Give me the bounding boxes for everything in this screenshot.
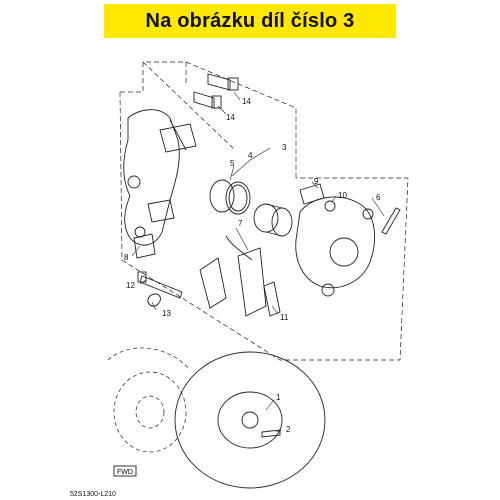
- callout-12: 12: [126, 281, 135, 290]
- callout-14-top: 14: [242, 97, 251, 106]
- disc-screw: [261, 429, 281, 438]
- caliper-body: [295, 196, 375, 297]
- piston: [253, 203, 293, 237]
- callout-14-bottom: 14: [226, 113, 235, 122]
- diagram-code: 52S1300-L210: [70, 491, 116, 498]
- dust-boot: [299, 183, 325, 205]
- brake-disc: [174, 351, 326, 489]
- callout-numbers: 1 2 3 4 5 6 7 8 9 10 11 12 13 14 14: [124, 97, 381, 434]
- callout-1: 1: [276, 393, 281, 402]
- callout-6: 6: [376, 193, 381, 202]
- bolt-14-top: [207, 73, 239, 91]
- caliper-bracket: [123, 109, 187, 246]
- fwd-marker: [113, 465, 137, 477]
- fwd-label: FWD: [117, 469, 133, 476]
- callout-5: 5: [230, 159, 235, 168]
- callout-11: 11: [280, 313, 289, 322]
- brake-pads: [199, 235, 267, 317]
- seal-rings: [209, 179, 251, 215]
- pad-support: [263, 281, 281, 317]
- callout-13: 13: [162, 309, 171, 318]
- callout-10: 10: [338, 191, 347, 200]
- callout-9: 9: [314, 177, 319, 186]
- slide-pins: [133, 123, 197, 259]
- bleed-cap: [324, 200, 336, 212]
- callout-8: 8: [124, 253, 129, 262]
- title-banner: Na obrázku díl číslo 3: [104, 4, 396, 38]
- bleed-screw: [381, 207, 401, 235]
- callout-3: 3: [282, 143, 287, 152]
- spring-13: [147, 293, 161, 307]
- callout-7: 7: [238, 219, 243, 228]
- bolt-14-bottom: [193, 91, 222, 109]
- wheel-hub: [107, 347, 191, 453]
- leader-lines: [131, 91, 385, 433]
- assembly-frame: [119, 61, 409, 361]
- callout-4: 4: [248, 151, 253, 160]
- callout-2: 2: [286, 425, 291, 434]
- banner-title: Na obrázku díl číslo 3: [145, 9, 355, 32]
- pin-12: [137, 271, 183, 299]
